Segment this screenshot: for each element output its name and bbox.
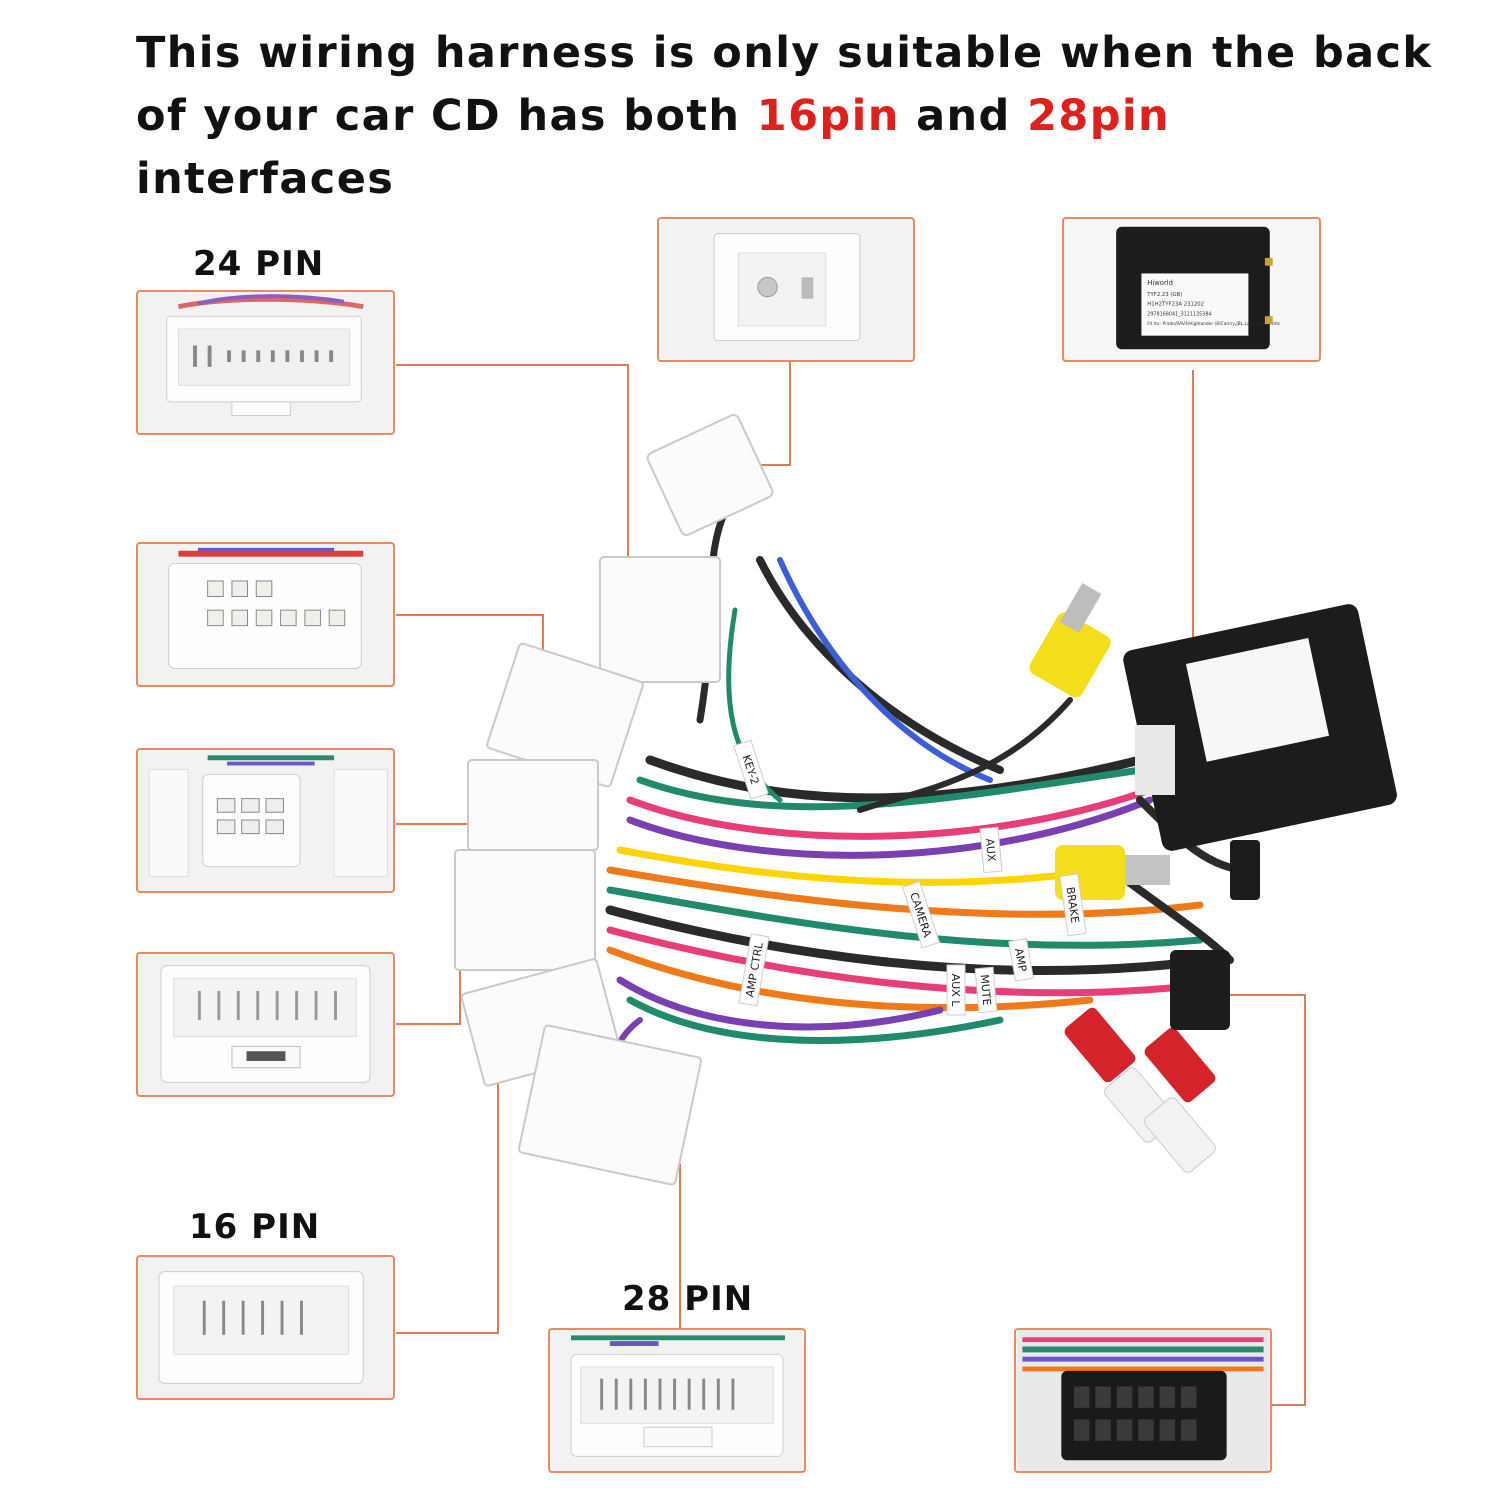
- black-iso-connector-photo: [1017, 1330, 1269, 1471]
- label-16-pin: 16 PIN: [189, 1207, 321, 1247]
- inset-six-pin-connector: [136, 748, 395, 893]
- headline-line2: of your car CD has both 16pin and 28pin …: [136, 85, 1436, 211]
- decoder-fit: Fit for: Prado/RAV4/Highlander (8)Camry,…: [1147, 321, 1281, 327]
- highlight-16pin: 16pin: [756, 91, 900, 141]
- inset-small-white-connector: [657, 217, 915, 362]
- headline-text-before: of your car CD has both: [136, 91, 757, 141]
- harness-connectors: [454, 414, 774, 1186]
- decoder-model: TYF2.23 (GB): [1146, 292, 1182, 298]
- inset-28-pin-connector: [548, 1328, 806, 1473]
- speaker-connector-photo: [139, 544, 392, 685]
- tag-aux-l: AUX L: [949, 974, 962, 1008]
- headline-text-after: interfaces: [136, 154, 395, 204]
- tag-aux: AUX: [983, 838, 998, 863]
- decoder-part: H1H2TYF23A 231202: [1147, 302, 1204, 308]
- tag-brake: BRAKE: [1064, 886, 1082, 924]
- inset-twenty-pin-connector: [136, 952, 395, 1097]
- tag-amp: AMP: [1012, 947, 1029, 973]
- headline-line1: This wiring harness is only suitable whe…: [136, 28, 1433, 78]
- label-28-pin: 28 PIN: [622, 1279, 754, 1319]
- small-connector-photo: [660, 219, 912, 360]
- inset-decoder-box: Hiworld TYF2.23 (GB) H1H2TYF23A 231202 2…: [1062, 217, 1321, 362]
- decoder-brand: Hiworld: [1147, 279, 1173, 287]
- inset-16-pin-connector: [136, 1255, 395, 1400]
- headline-text-between: and: [899, 91, 1028, 141]
- twenty-pin-connector-photo: [139, 954, 392, 1095]
- headline: This wiring harness is only suitable whe…: [136, 22, 1436, 211]
- six-pin-connector-photo: [139, 750, 392, 891]
- connector-28-pin-photo: [551, 1330, 803, 1471]
- decoder-box: [1123, 604, 1397, 851]
- wire-tags: KEY-2 AUX BRAKE CAMERA AMP CTRL AUX L AM…: [733, 739, 1087, 1016]
- decoder-box-photo: Hiworld TYF2.23 (GB) H1H2TYF23A 231202 2…: [1065, 219, 1318, 360]
- connector-24-pin-photo: [139, 292, 392, 433]
- connector-16-pin-photo: [139, 1257, 392, 1398]
- label-24-pin: 24 PIN: [193, 244, 325, 284]
- inset-black-iso-connector: [1014, 1328, 1272, 1473]
- decoder-serial: 2978168041_3121135384: [1147, 311, 1211, 317]
- rca-plugs: [1029, 582, 1260, 1173]
- tag-mute: MUTE: [978, 974, 994, 1006]
- highlight-28pin: 28pin: [1027, 91, 1171, 141]
- inset-speaker-connector: [136, 542, 395, 687]
- inset-24-pin-connector: [136, 290, 395, 435]
